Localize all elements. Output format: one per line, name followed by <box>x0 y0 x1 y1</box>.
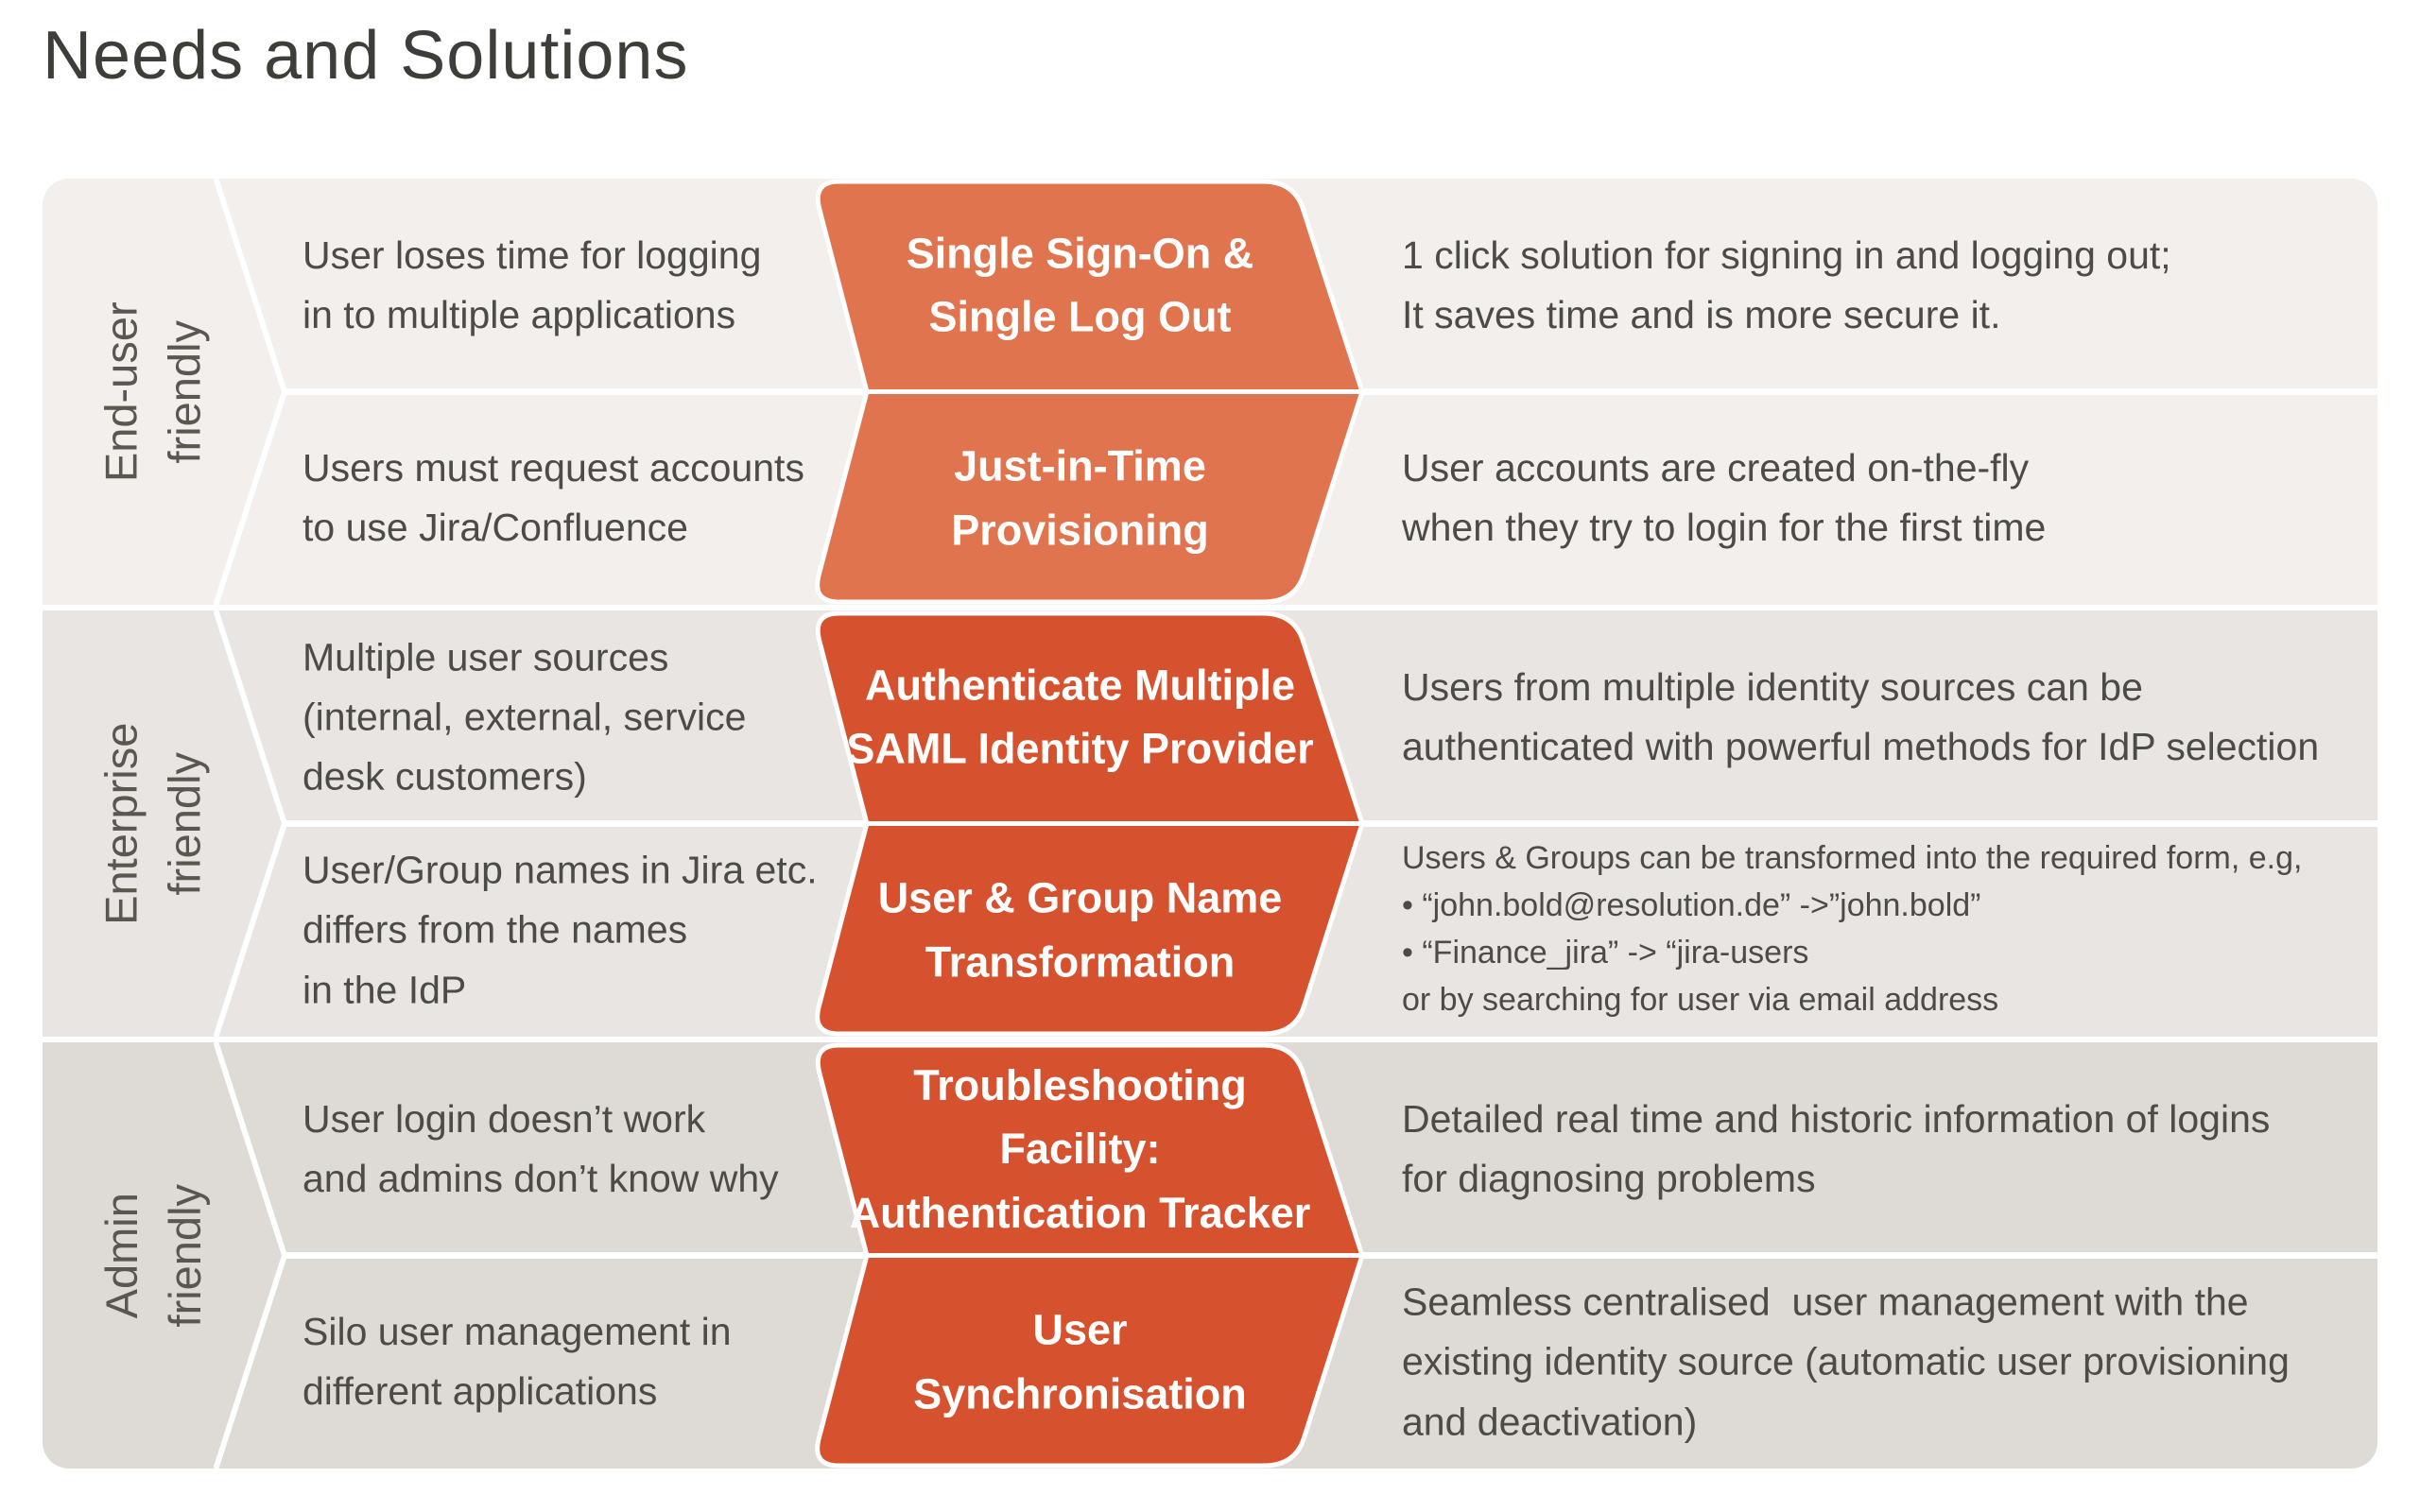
solution-label: User & Group Name Transformation <box>877 873 1283 987</box>
diagram-row: User login doesn’t work and admins don’t… <box>43 1042 2377 1256</box>
band-admin-friendly: Admin friendly User login doesn’t work a… <box>43 1042 2377 1469</box>
need-text: User/Group names in Jira etc. differs fr… <box>302 848 818 1011</box>
description-text: Users from multiple identity sources can… <box>1402 664 2320 768</box>
description-text: Detailed real time and historic informat… <box>1402 1096 2271 1200</box>
need-text: Silo user management in different applic… <box>302 1310 732 1414</box>
solution-chevron <box>815 1253 1365 1469</box>
need-text: User loses time for logging in to multip… <box>302 232 762 336</box>
need-text: Multiple user sources (internal, externa… <box>302 635 747 799</box>
solution-label: Authenticate Multiple SAML Identity Prov… <box>846 661 1314 773</box>
band-divider-chevron <box>214 179 287 605</box>
need-text: Users must request accounts to use Jira/… <box>302 446 804 550</box>
solution-label: Just-in-Time Provisioning <box>951 441 1209 555</box>
needs-solutions-diagram: End-user friendly User loses time for lo… <box>43 179 2377 1469</box>
description-text: Users & Groups can be transformed into t… <box>1402 840 2303 1019</box>
solution-chevron-pair <box>815 179 1365 605</box>
diagram-row: User/Group names in Jira etc. differs fr… <box>43 824 2377 1038</box>
diagram-row: Multiple user sources (internal, externa… <box>43 610 2377 824</box>
solution-chevron <box>815 821 1365 1037</box>
band-enterprise-friendly: Enterprise friendly Multiple user source… <box>43 610 2377 1037</box>
band-divider-chevron <box>214 1042 287 1469</box>
description-text: User accounts are created on-the-fly whe… <box>1402 446 2047 550</box>
diagram-row: Silo user management in different applic… <box>43 1256 2377 1469</box>
solution-label: User Synchronisation <box>913 1305 1247 1418</box>
solution-chevron-pair <box>815 1042 1365 1469</box>
diagram-row: Users must request accounts to use Jira/… <box>43 392 2377 606</box>
solution-chevron-pair <box>815 610 1365 1037</box>
solution-label: Troubleshooting Facility: Authentication… <box>849 1060 1311 1237</box>
page-title: Needs and Solutions <box>43 18 689 94</box>
diagram-row: User loses time for logging in to multip… <box>43 179 2377 392</box>
description-text: Seamless centralised user management wit… <box>1402 1280 2290 1443</box>
solution-label: Single Sign-On & Single Log Out <box>906 229 1254 341</box>
band-end-user-friendly: End-user friendly User loses time for lo… <box>43 179 2377 605</box>
description-text: 1 click solution for signing in and logg… <box>1402 232 2171 336</box>
need-text: User login doesn’t work and admins don’t… <box>302 1096 779 1200</box>
band-divider-chevron <box>214 610 287 1037</box>
solution-chevron <box>815 389 1365 605</box>
